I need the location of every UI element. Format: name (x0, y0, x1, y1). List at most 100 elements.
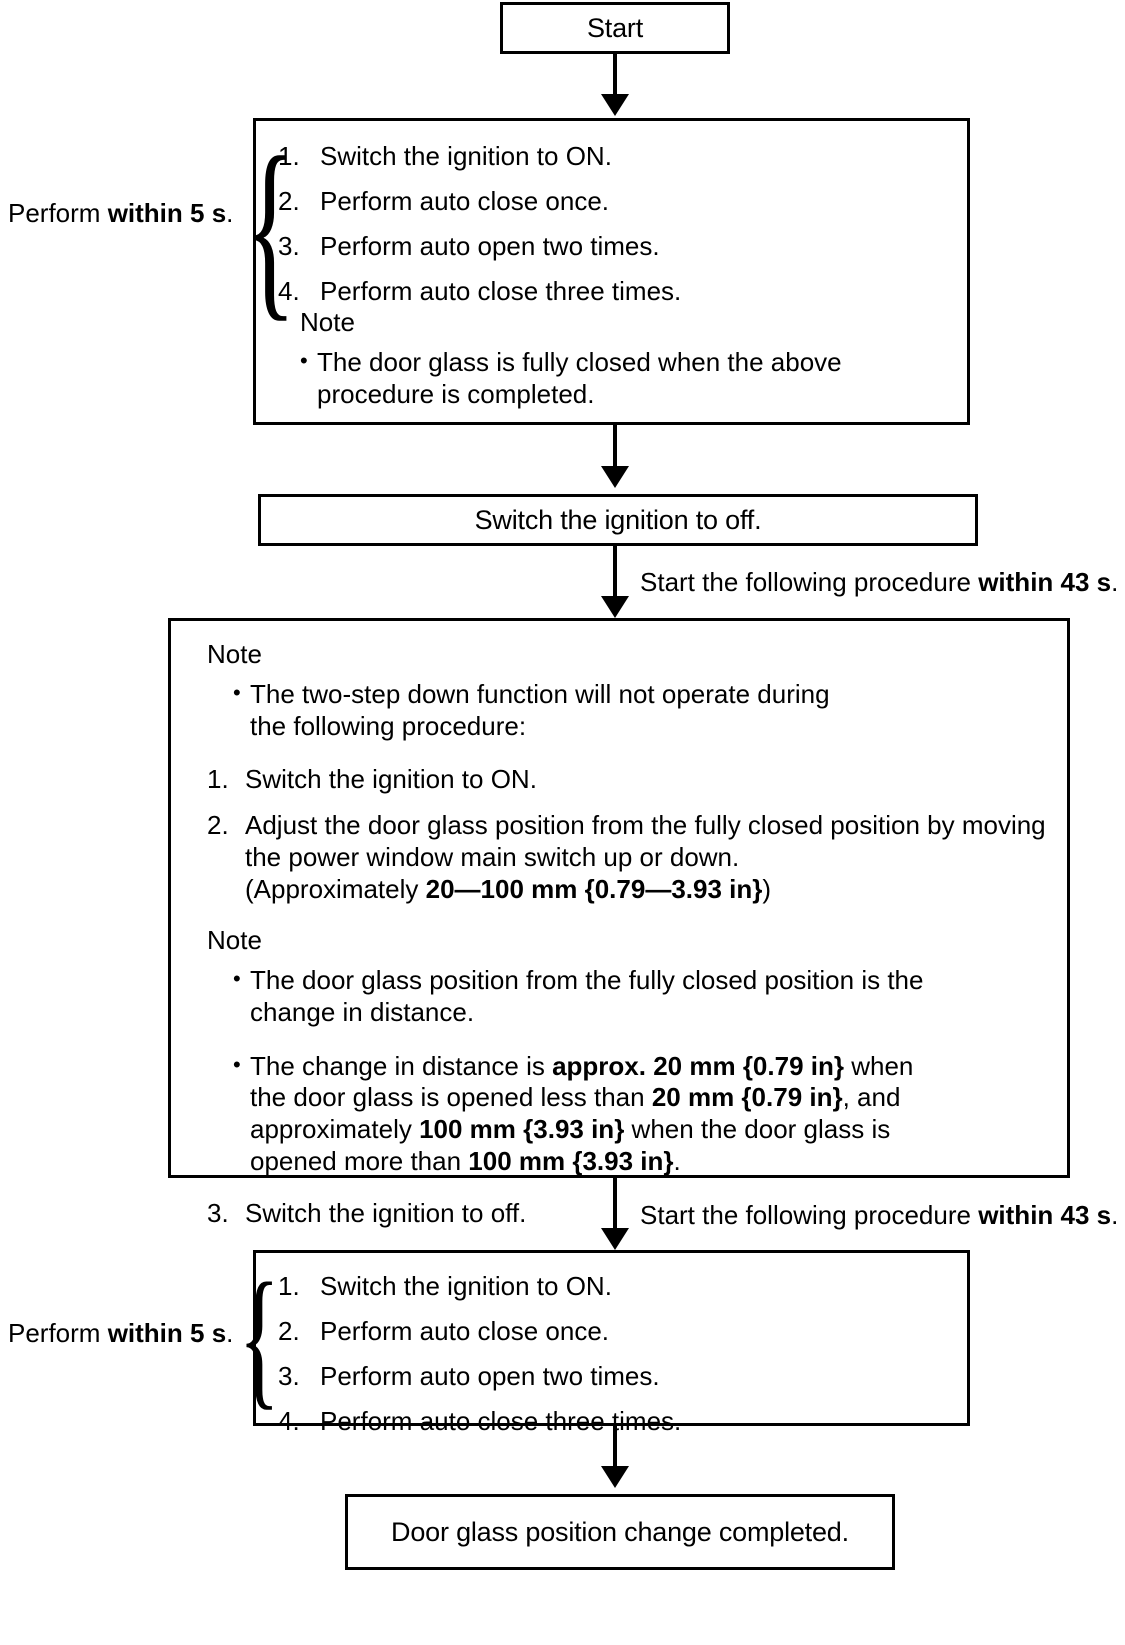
edge-label-bold: within 43 s (978, 1200, 1112, 1230)
edge-label-within-43s-1: Start the following procedure within 43 … (640, 567, 1118, 598)
label-perform-within-5s-1: Perform within 5 s. (8, 198, 233, 229)
label-suffix: . (226, 1318, 234, 1348)
node-procedure-1[interactable]: 1. Switch the ignition to ON. 2. Perform… (253, 118, 970, 425)
step-number: 1. (207, 764, 229, 795)
step-text: Adjust the door glass position from the … (245, 810, 1046, 872)
note-text: The door glass is fully closed when the … (317, 347, 842, 409)
node-start[interactable]: Start (500, 2, 730, 54)
note-text: The two-step down function will not oper… (250, 679, 830, 741)
step-text-measure-suffix: ) (762, 873, 772, 904)
step-text: Switch the ignition to ON. (320, 141, 612, 171)
note-part: . (673, 1145, 681, 1176)
step-text: Perform auto close once. (320, 1316, 610, 1346)
procedure-2-steps: 1. Switch the ignition to ON. 2. Perform… (278, 1273, 948, 1453)
node-main-procedure[interactable]: Note • The two-step down function will n… (168, 618, 1070, 1228)
step-text: Perform auto open two times. (320, 1361, 660, 1391)
step-text: Perform auto close three times. (320, 1406, 682, 1436)
step-number: 1. (278, 1271, 300, 1301)
procedure-1-steps: 1. Switch the ignition to ON. 2. Perform… (278, 143, 948, 323)
list-item: 2. Perform auto close once. (278, 1318, 948, 1344)
step-text: Perform auto close three times. (320, 276, 682, 306)
note-heading: Note (207, 639, 262, 669)
list-item: 4. Perform auto close three times. (278, 278, 948, 304)
note-part: , and approximately (250, 1082, 901, 1145)
edge-label-bold: within 43 s (978, 567, 1112, 597)
label-bold: within 5 s (107, 198, 227, 228)
brace-procedure-2: { (238, 1251, 280, 1423)
node-ignition-off[interactable]: Switch the ignition to off. (258, 494, 978, 546)
note-bullet-item: • The door glass is fully closed when th… (300, 347, 920, 410)
note-bold: 20 mm {0.79 in} (651, 1082, 843, 1113)
bullet-icon: • (233, 1051, 241, 1077)
step-number: 2. (278, 1316, 300, 1346)
step-number: 3. (207, 1197, 229, 1228)
label-prefix: Perform (8, 198, 108, 228)
list-item: 1. Switch the ignition to ON. (278, 1273, 948, 1299)
note-heading: Note (300, 307, 355, 337)
label-suffix: . (226, 198, 234, 228)
note-bullet-item: • The change in distance is approx. 20 m… (233, 1051, 1047, 1178)
step-number: 1. (278, 141, 300, 171)
brace-procedure-1: { (243, 117, 297, 338)
note-bold: approx. 20 mm {0.79 in} (552, 1050, 844, 1081)
list-item: 1. Switch the ignition to ON. (278, 143, 948, 169)
arrowhead-ignition-off-to-main (601, 596, 629, 618)
bullet-icon: • (233, 680, 241, 705)
step-text: Perform auto close once. (320, 186, 610, 216)
note-bullet-item: • The door glass position from the fully… (233, 965, 1047, 1028)
note-part: The change in distance is (250, 1050, 553, 1081)
note-text: The door glass position from the fully c… (250, 965, 924, 1028)
arrowhead-main-to-procedure2 (601, 1228, 629, 1250)
list-item: 3. Perform auto open two times. (278, 233, 948, 259)
arrowhead-procedure2-to-end (601, 1466, 629, 1488)
step-text: Perform auto open two times. (320, 231, 660, 261)
node-ignition-off-label: Switch the ignition to off. (474, 504, 762, 535)
list-item: 3. Perform auto open two times. (278, 1363, 948, 1389)
note-heading: Note (207, 925, 262, 956)
note-bold: 100 mm {3.93 in} (468, 1145, 674, 1176)
node-start-label: Start (586, 12, 644, 43)
label-prefix: Perform (8, 1318, 108, 1348)
procedure-1-note: Note • The door glass is fully closed wh… (300, 307, 920, 424)
list-item: 3. Switch the ignition to off. (207, 1198, 1047, 1230)
step-text-block: Adjust the door glass position from the … (245, 810, 1047, 905)
step-number: 4. (278, 276, 300, 306)
arrowhead-start-to-procedure1 (601, 94, 629, 116)
step-text: Switch the ignition to ON. (320, 1271, 612, 1301)
step-number: 3. (278, 231, 300, 261)
note-text-rich: The change in distance is approx. 20 mm … (250, 1051, 950, 1178)
step-number: 2. (207, 810, 229, 841)
connector-ignition-off-to-main (613, 546, 617, 599)
node-procedure-2[interactable]: 1. Switch the ignition to ON. 2. Perform… (253, 1250, 970, 1434)
bullet-icon: • (300, 348, 308, 373)
step-number: 3. (278, 1361, 300, 1391)
step-text-measure-prefix: (Approximately (245, 873, 426, 904)
list-item: 1. Switch the ignition to ON. (207, 764, 1047, 796)
list-item: 2. Adjust the door glass position from t… (207, 810, 1047, 905)
label-bold: within 5 s (107, 1318, 227, 1348)
connector-procedure2-to-end (613, 1426, 617, 1470)
note-part: when the door glass is opened more than (250, 1114, 891, 1176)
edge-label-prefix: Start the following procedure (640, 567, 979, 597)
list-item: 4. Perform auto close three times. (278, 1408, 948, 1434)
note-bullet-item: • The two-step down function will not op… (233, 679, 1047, 742)
connector-main-to-procedure2 (613, 1178, 617, 1235)
main-procedure-content: Note • The two-step down function will n… (207, 639, 1047, 1229)
connector-start-to-procedure1 (613, 54, 617, 98)
edge-label-within-43s-2: Start the following procedure within 43 … (640, 1200, 1118, 1231)
bullet-icon: • (233, 966, 241, 992)
edge-label-prefix: Start the following procedure (640, 1200, 979, 1230)
step-number: 2. (278, 186, 300, 216)
step-number: 4. (278, 1406, 300, 1436)
connector-procedure1-to-ignition-off (613, 425, 617, 469)
note-part: when the door glass is opened less than (250, 1050, 914, 1113)
note-bold: 100 mm {3.93 in} (419, 1114, 625, 1145)
node-end[interactable]: Door glass position change completed. (345, 1494, 895, 1570)
step-text: Switch the ignition to off. (245, 1197, 527, 1228)
node-end-label: Door glass position change completed. (391, 1516, 849, 1547)
label-perform-within-5s-2: Perform within 5 s. (8, 1318, 233, 1349)
edge-label-suffix: . (1111, 567, 1119, 597)
step-text: Switch the ignition to ON. (245, 764, 537, 795)
step-text-measure-value: 20—100 mm {0.79—3.93 in} (425, 873, 763, 904)
